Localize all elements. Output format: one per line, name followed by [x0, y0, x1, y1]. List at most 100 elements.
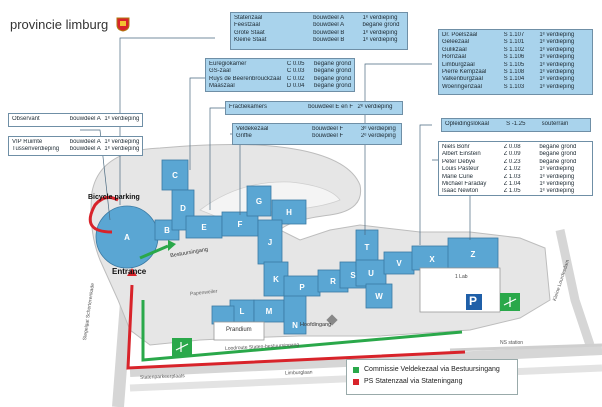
prandium-label: Prandium	[226, 327, 252, 333]
room-code: C 0.05	[286, 61, 305, 67]
route-green-arrowhead	[168, 240, 176, 251]
room-name: Hornzaal	[442, 54, 467, 61]
room-building: bouwdeel A	[69, 116, 101, 122]
room-floor: 1ᵉ verdieping	[539, 181, 575, 188]
room-code: Z 0.08	[503, 144, 521, 150]
room-building: bouwdeel A	[69, 146, 101, 153]
bicycle-parking-label: Bicycle parking	[88, 194, 140, 201]
page-title: provincie limburg	[10, 16, 109, 32]
building-U	[355, 259, 387, 287]
building-label-U: U	[368, 269, 374, 278]
room-floor: 1ᵉ verdieping	[362, 29, 398, 36]
entrance-label: Entrance	[112, 267, 147, 276]
room-building: bouwdeel B	[313, 29, 345, 36]
room-building: bouwdeel A	[69, 139, 101, 145]
room-building: bouwdeel A	[313, 15, 345, 21]
room-name: Dr. Poelszaal	[442, 32, 478, 38]
lab-label: 1 Lab	[455, 274, 468, 280]
room-name: VIP Ruimte	[12, 139, 43, 145]
building-lower-left	[211, 305, 235, 325]
room-row: Pierre Kempzaal S 1.108 1ᵉ verdieping	[442, 69, 589, 76]
building-G	[246, 185, 272, 217]
legend-swatch-red	[353, 379, 359, 385]
building-label-T: T	[365, 243, 370, 252]
building-labels: A B C D E F G H J K L M N P R S T U V W …	[124, 171, 475, 330]
parking-sign-label: P	[469, 294, 478, 308]
room-code: S 1.107	[503, 32, 525, 38]
room-floor: 1ᵉ verdieping	[539, 188, 575, 195]
room-building: bouwdeel E en F	[308, 104, 354, 110]
hoofdingang-label: Hoofdingang	[300, 322, 332, 328]
room-floor: begane grond	[362, 22, 400, 29]
building-label-L: L	[240, 307, 245, 316]
room-floor: begane grond	[539, 158, 577, 165]
building-label-X: X	[429, 255, 435, 264]
route-green	[139, 244, 463, 362]
room-floor: 1ᵉ verdieping	[539, 173, 575, 180]
legend-label-red: PS Statenzaal via Stateningang	[364, 378, 463, 385]
room-floor: begane grond	[314, 75, 351, 82]
room-name: Valkenburgzaal	[442, 76, 483, 83]
building-lab	[419, 267, 501, 313]
route-red-arrowhead	[127, 268, 137, 276]
room-floor: 1ᵉ verdieping	[539, 83, 575, 90]
room-code: Z 1.04	[503, 181, 521, 188]
room-name: Woeringenzaal	[442, 83, 482, 90]
room-floor: 1ᵉ verdieping	[539, 54, 575, 61]
building-label-C: C	[172, 171, 178, 180]
building-C	[161, 159, 189, 191]
building-label-J: J	[268, 238, 272, 247]
room-code: S -1.25	[506, 121, 526, 127]
room-name: Veldekezaal	[236, 126, 269, 132]
room-name: Grote Staat	[234, 29, 265, 36]
room-floor: 1ᵉ verdieping	[539, 69, 575, 76]
building-label-A: A	[124, 233, 130, 242]
building-label-H: H	[286, 208, 292, 217]
building-label-B: B	[164, 226, 170, 235]
building-label-F: F	[238, 220, 243, 229]
room-name: Gulikzaal	[442, 46, 467, 53]
building-W	[365, 283, 393, 309]
building-label-P: P	[299, 283, 305, 292]
room-floor: begane grond	[314, 68, 351, 75]
room-code: S 1.106	[503, 54, 525, 61]
building-Z	[447, 237, 499, 269]
room-floor: begane grond	[539, 151, 577, 158]
room-floor: souterrain	[541, 121, 569, 127]
room-code: D 0.04	[286, 83, 305, 90]
room-code: S 1.104	[503, 76, 525, 83]
room-name: Pierre Kempzaal	[442, 69, 487, 76]
buildings	[95, 159, 499, 335]
room-floor: 1ᵉ verdieping	[539, 32, 575, 38]
room-code: S 1.108	[503, 69, 525, 76]
room-name: Griffie	[236, 133, 252, 140]
building-label-D: D	[180, 204, 186, 213]
room-floor: 1ᵉ verdieping	[539, 166, 575, 173]
room-name: Euregiokamer	[209, 61, 247, 67]
legend-item-red: PS Statenzaal via Stateningang	[353, 376, 511, 388]
building-label-W: W	[375, 292, 383, 301]
hoofdingang-marker	[326, 314, 338, 326]
building-label-K: K	[273, 275, 279, 284]
room-name: Michael Faraday	[442, 181, 487, 188]
room-name: Geleezaal	[442, 39, 470, 46]
parking-icon	[466, 294, 482, 310]
legend-item-green: Commissie Veldekezaal via Bestuursingang	[353, 364, 511, 376]
room-floor: begane grond	[314, 83, 351, 90]
room-floor: 1ᵉ verdieping	[539, 61, 575, 68]
room-code: Z 0.23	[503, 158, 521, 165]
building-prandium	[213, 321, 265, 341]
